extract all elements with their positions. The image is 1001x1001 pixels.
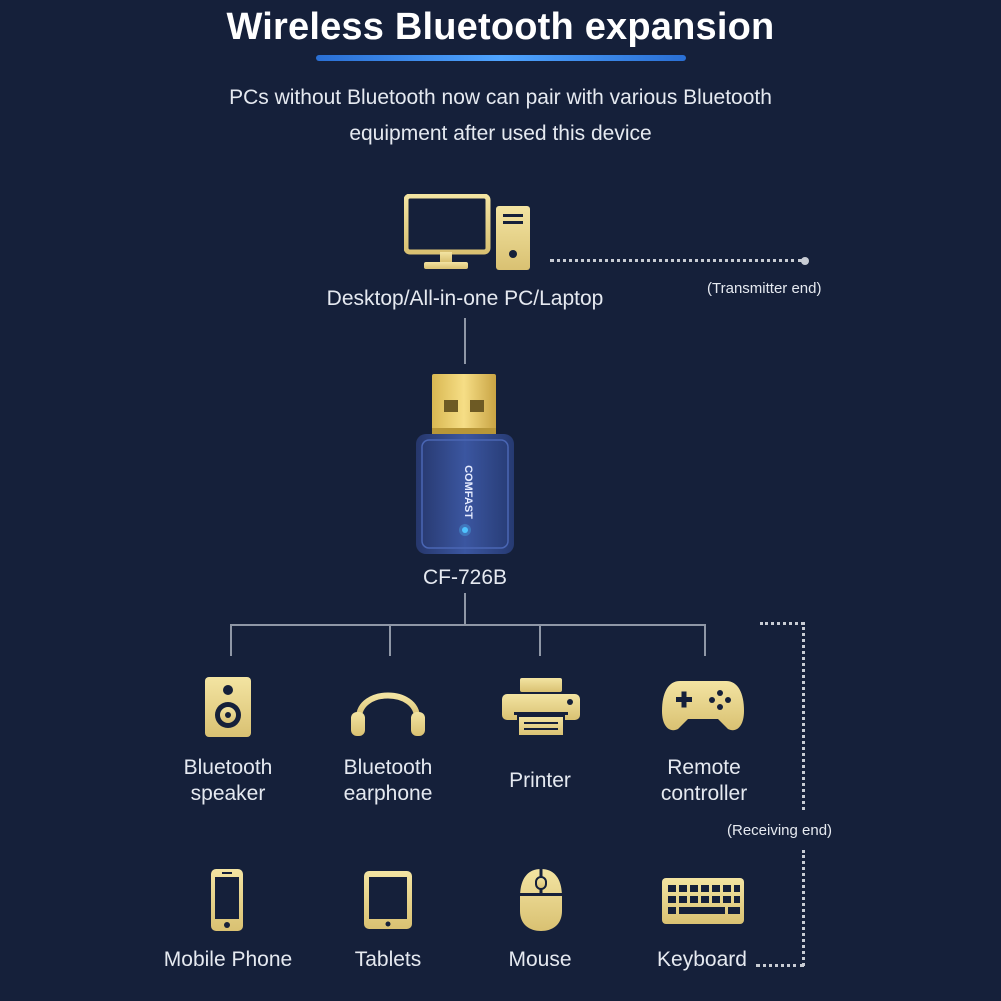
speaker-icon <box>203 675 253 739</box>
controller-label-line-2: controller <box>660 782 748 805</box>
branch-earphone <box>389 624 391 656</box>
earphone-label: Bluetooth earphone <box>318 755 458 807</box>
earphone-label-line-2: earphone <box>343 782 433 805</box>
keyboard-icon <box>660 876 746 926</box>
controller-label: Remote controller <box>634 755 774 807</box>
phone-label: Mobile Phone <box>163 948 293 971</box>
tablet-label: Tablets <box>354 948 422 971</box>
controller-label-line-1: Remote <box>667 756 741 779</box>
phone-icon <box>209 867 245 933</box>
tablet-icon <box>362 869 414 931</box>
printer-icon <box>500 676 582 738</box>
page-title: Wireless Bluetooth expansion <box>226 6 775 48</box>
mouse-label: Mouse <box>508 948 572 971</box>
device-connector-line <box>464 593 466 625</box>
desktop-computer-icon <box>404 194 534 272</box>
earphone-label-line-1: Bluetooth <box>343 756 433 779</box>
speaker-label: Bluetooth speaker <box>158 755 298 807</box>
printer-label: Printer <box>509 769 571 792</box>
usb-adapter-image: COMFAST <box>414 372 516 560</box>
receiving-bracket-upper <box>802 622 805 810</box>
gamepad-icon <box>660 677 746 735</box>
speaker-label-line-2: speaker <box>190 782 266 805</box>
subtitle-line-2: equipment after used this device <box>349 122 652 145</box>
speaker-label-line-1: Bluetooth <box>183 756 273 779</box>
title-underline <box>316 55 686 61</box>
transmitter-dot <box>801 257 809 265</box>
branch-speaker <box>230 624 232 656</box>
transmitter-dotted-line <box>550 259 802 262</box>
pc-connector-line <box>464 318 466 364</box>
receiving-bracket-bottom <box>756 964 804 967</box>
transmitter-label: Desktop/All-in-one PC/Laptop <box>326 287 604 310</box>
adapter-brand-text: COMFAST <box>462 465 474 519</box>
receiving-note: (Receiving end) <box>727 822 833 839</box>
receiving-bracket-lower <box>802 850 805 966</box>
mouse-icon <box>518 867 564 933</box>
subtitle: PCs without Bluetooth now can pair with … <box>150 80 851 152</box>
receivers-branch-line <box>230 624 706 626</box>
receiving-bracket-top <box>760 622 804 625</box>
transmitter-note: (Transmitter end) <box>707 280 822 297</box>
headphones-icon <box>349 676 427 738</box>
branch-printer <box>539 624 541 656</box>
device-model-label: CF-726B <box>422 566 508 589</box>
subtitle-line-1: PCs without Bluetooth now can pair with … <box>229 86 772 109</box>
keyboard-label: Keyboard <box>657 948 747 971</box>
branch-controller <box>704 624 706 656</box>
